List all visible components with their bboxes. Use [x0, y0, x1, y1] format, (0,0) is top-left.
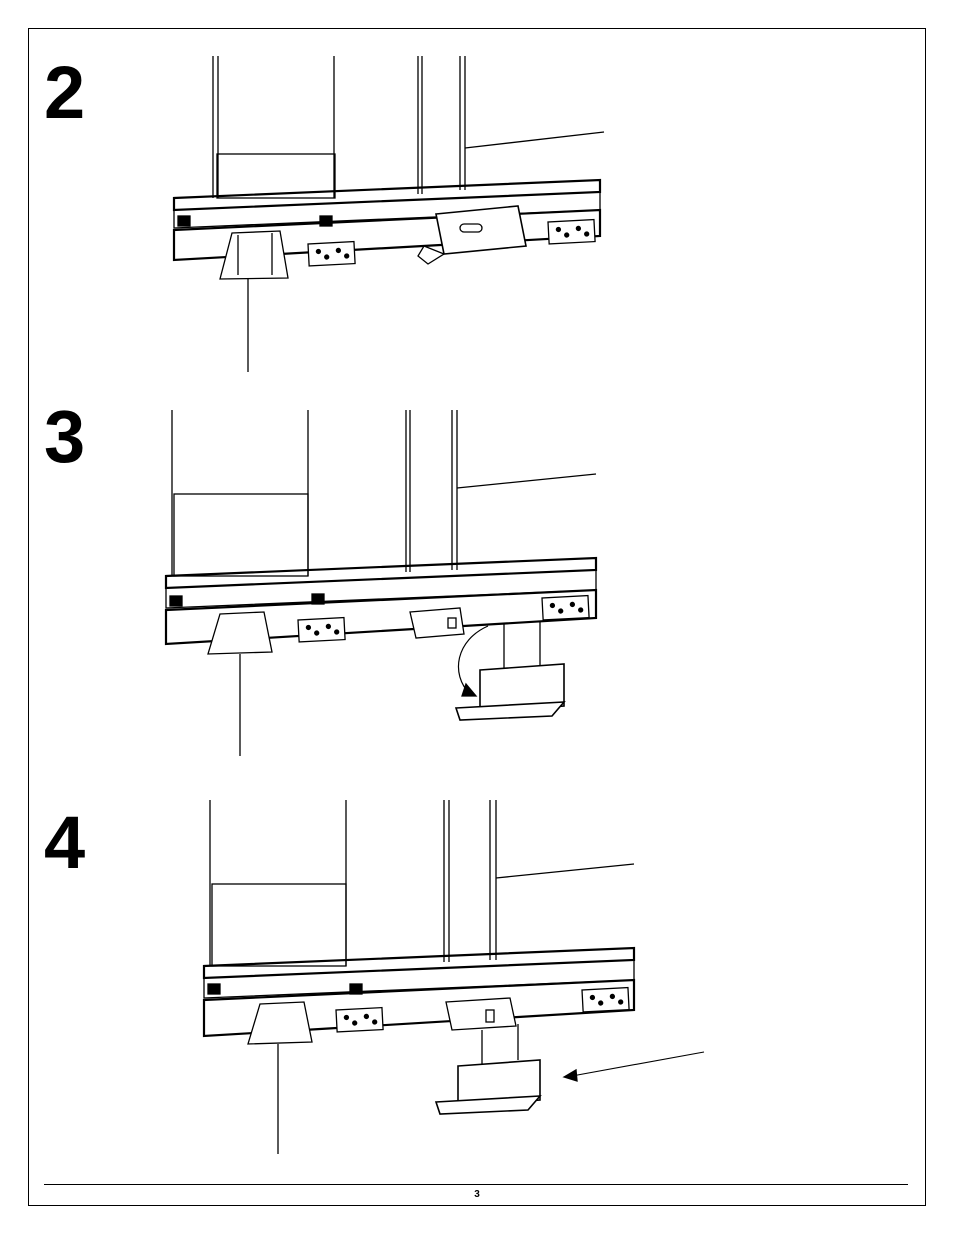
step-2-illustration [160, 50, 610, 380]
step-number-3: 3 [44, 400, 85, 474]
step-number-4: 4 [44, 806, 85, 880]
footer-rule [44, 1184, 908, 1185]
page-number: 3 [0, 1189, 954, 1200]
step-number-2: 2 [44, 56, 85, 130]
step-4-illustration [200, 794, 720, 1159]
step-3-illustration [160, 404, 610, 764]
